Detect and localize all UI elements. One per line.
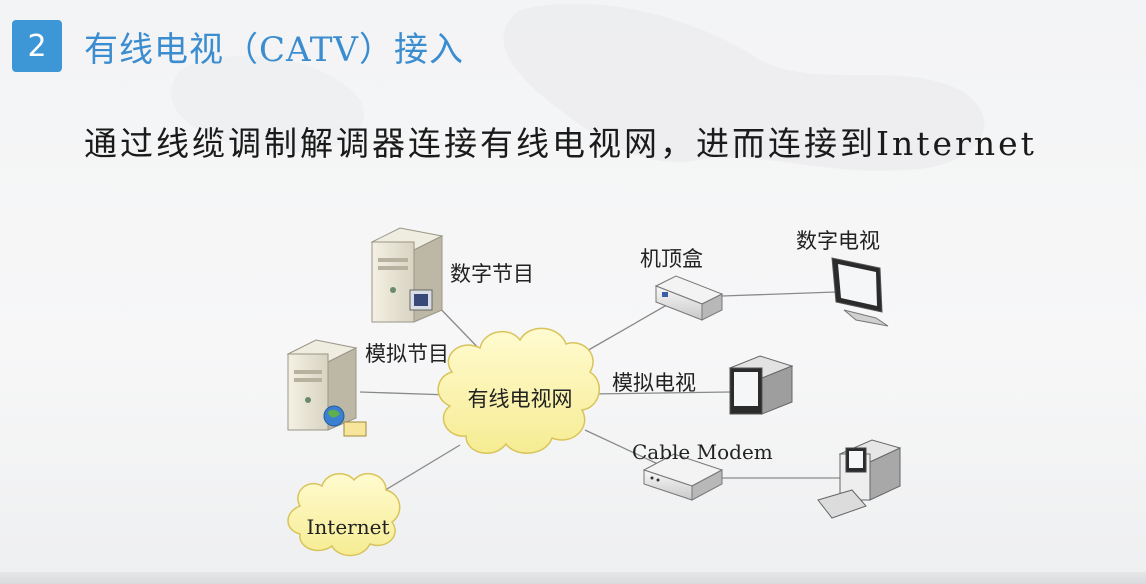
slide-number-badge: 2	[12, 20, 62, 72]
computer	[817, 439, 902, 519]
footer-bar	[0, 572, 1146, 584]
cable-modem-label: Cable Modem	[632, 440, 773, 464]
cloud-center-label: 有线电视网	[468, 387, 573, 411]
slide-title: 有线电视（CATV）接入	[84, 30, 464, 70]
link-digital-tv	[721, 291, 837, 297]
server-digital-label: 数字节目	[450, 262, 534, 286]
settop-box-label: 机顶盒	[640, 247, 703, 271]
cloud-internet-label: Internet	[307, 515, 390, 539]
analog-tv-label: 模拟电视	[612, 371, 696, 395]
link-settop	[584, 301, 673, 353]
analog-tv	[728, 355, 794, 415]
settop-box	[654, 275, 724, 321]
link-analog-tv	[589, 391, 731, 395]
server-analog-label: 模拟节目	[365, 342, 449, 366]
slide-number: 2	[27, 28, 47, 64]
analog-program-server	[286, 339, 367, 437]
slide-subtitle: 通过线缆调制解调器连接有线电视网，进而连接到Internet	[84, 124, 1037, 163]
digital-tv-label: 数字电视	[796, 229, 880, 253]
internet-cloud: Internet	[287, 472, 401, 557]
digital-program-server	[370, 227, 444, 323]
link-analog-server	[359, 391, 451, 396]
cable-modem	[642, 453, 724, 501]
link-cable-modem	[584, 429, 661, 466]
cable-tv-network-cloud: 有线电视网	[437, 327, 600, 454]
digital-tv	[831, 257, 889, 327]
